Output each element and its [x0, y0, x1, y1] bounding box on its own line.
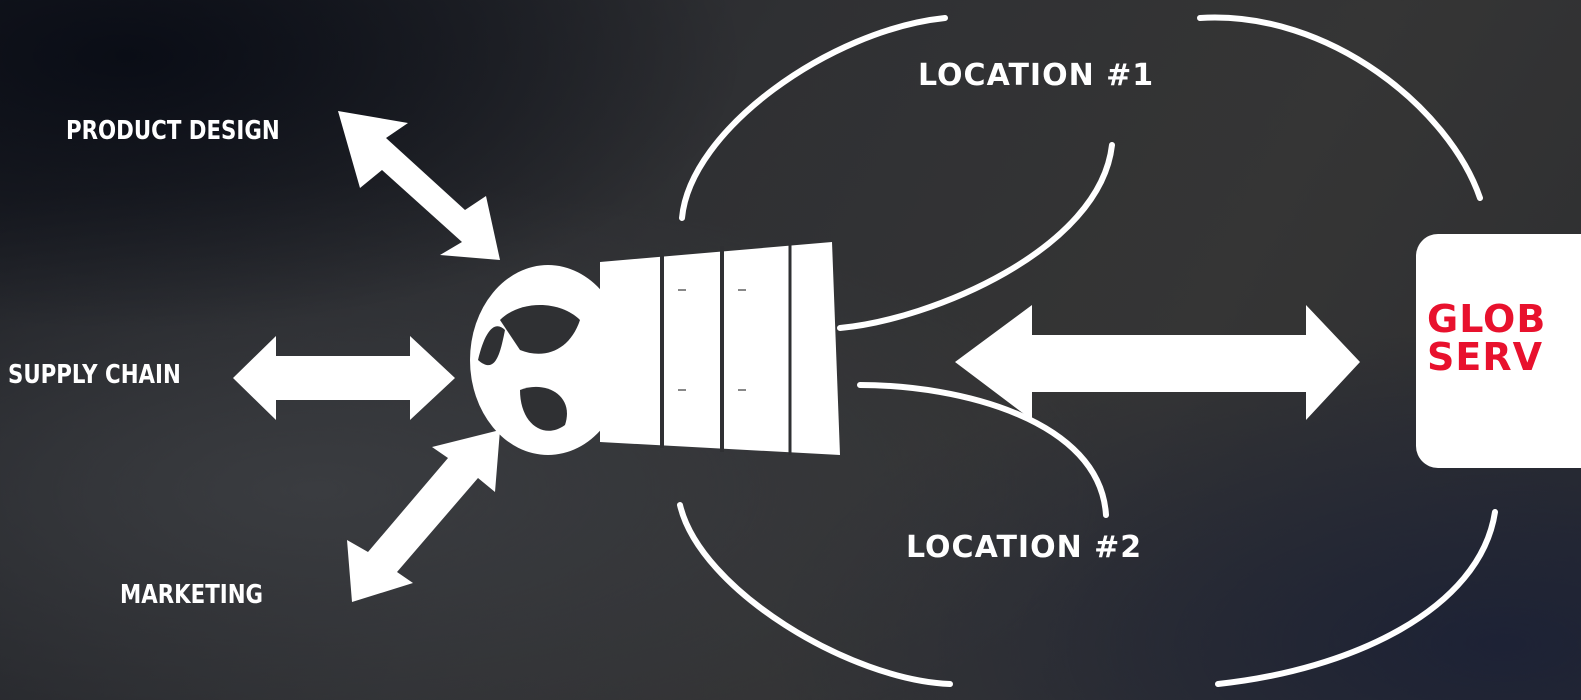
arrow-product-design — [338, 111, 500, 260]
label-product-design: PRODUCT DESIGN — [66, 116, 280, 146]
curve-bottom-to-hub — [1218, 512, 1495, 684]
label-location-2: LOCATION #2 — [906, 530, 1142, 565]
server-rack-icon — [600, 242, 840, 455]
hub-label: GLOB SERV — [1427, 300, 1546, 376]
arrow-supply-chain — [233, 336, 455, 420]
label-marketing: MARKETING — [120, 580, 263, 610]
arrow-marketing — [347, 430, 500, 602]
label-location-1: LOCATION #1 — [918, 58, 1154, 93]
arrow-to-hub — [955, 305, 1360, 420]
hub-label-line2: SERV — [1427, 338, 1546, 376]
curve-globe-to-location1 — [682, 18, 945, 218]
hub-label-line1: GLOB — [1427, 300, 1546, 338]
curve-top-to-hub — [1200, 18, 1480, 198]
curve-rack-to-location2 — [860, 385, 1106, 515]
label-supply-chain: SUPPLY CHAIN — [8, 360, 181, 390]
curve-location1-to-rack — [840, 145, 1112, 328]
